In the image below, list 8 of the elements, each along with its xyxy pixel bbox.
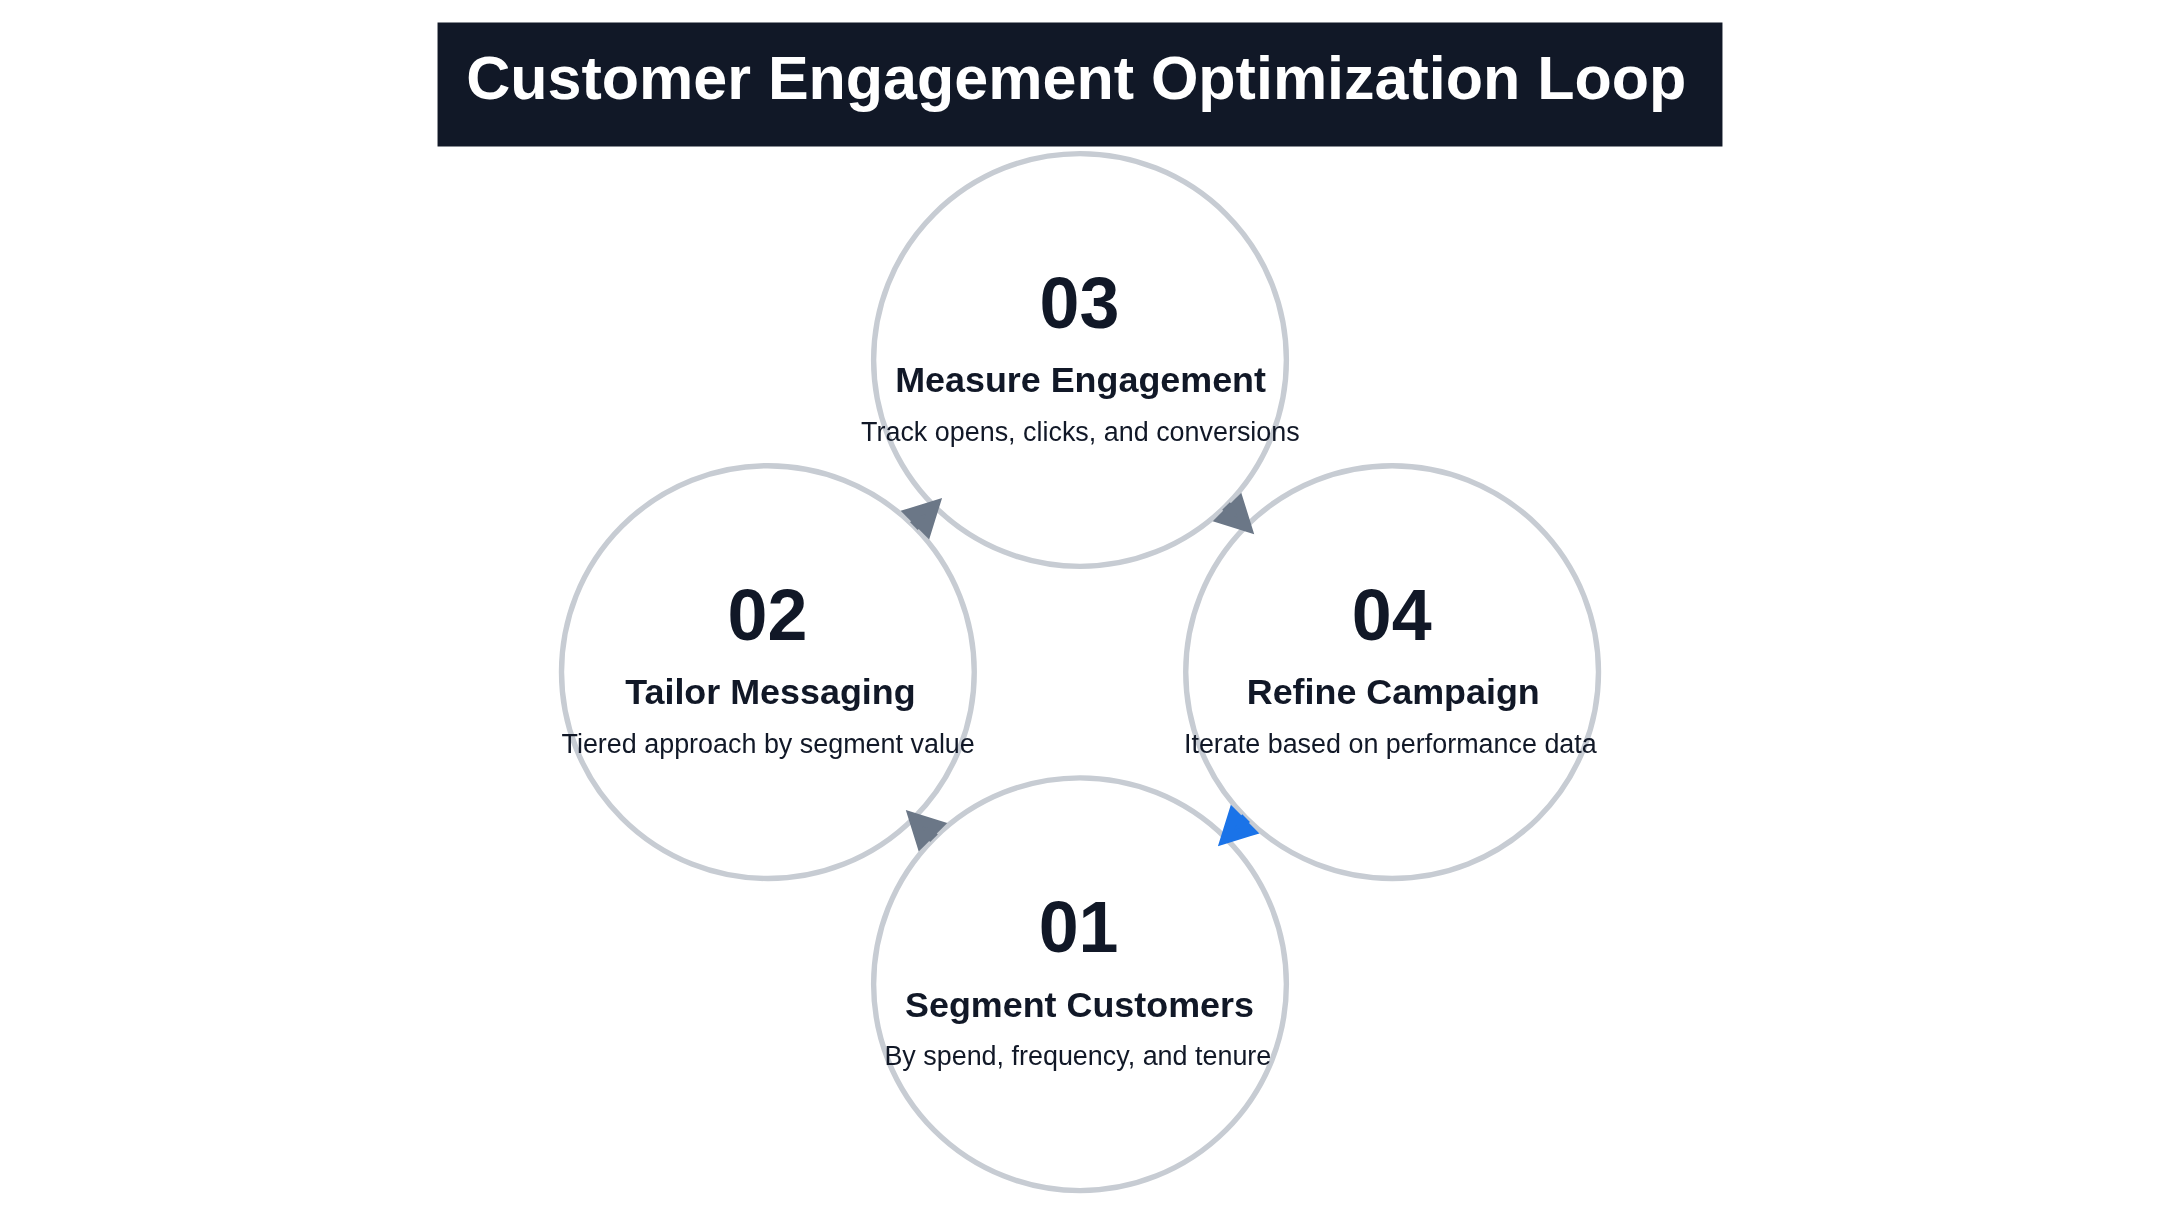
node-circle: 02 Tailor Messaging Tiered approach by segment value bbox=[558, 463, 977, 882]
arrow bbox=[900, 497, 943, 540]
node-circle: 04 Refine Campaign Iterate based on performance data bbox=[1183, 463, 1602, 882]
diagram-title: Customer Engagement Optimization Loop bbox=[466, 44, 1687, 113]
arrow bbox=[1217, 804, 1260, 847]
arrow bbox=[905, 810, 948, 852]
node-circle: 01 Segment Customers By spend, frequency, and tenure bbox=[870, 775, 1290, 1194]
arrow bbox=[1212, 492, 1255, 535]
